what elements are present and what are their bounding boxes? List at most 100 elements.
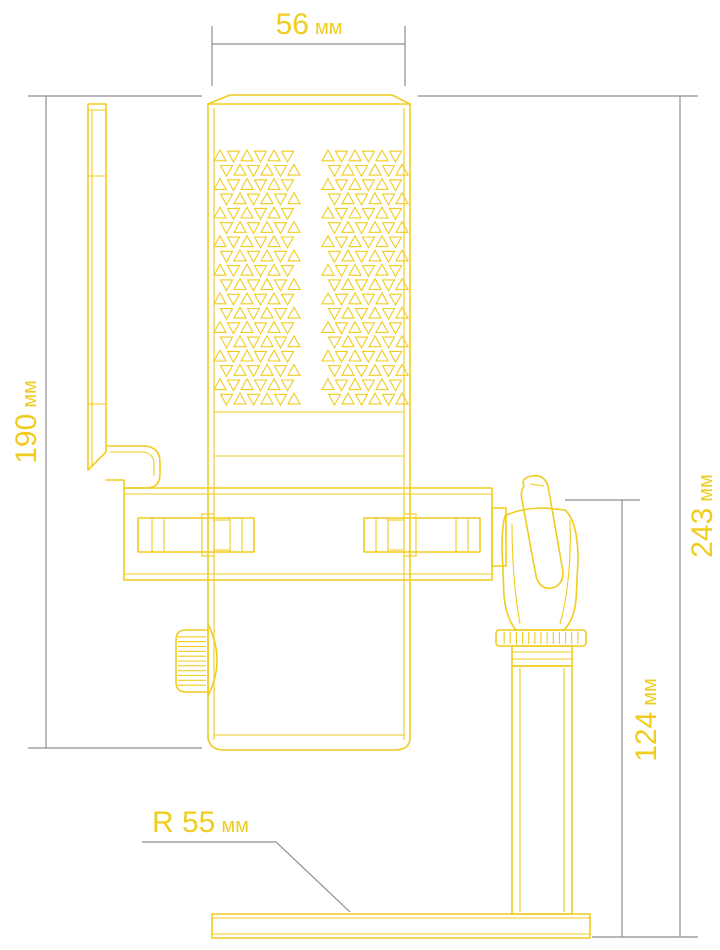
grille-hole xyxy=(327,164,342,178)
grille-hole xyxy=(348,263,362,276)
grille-hole xyxy=(246,193,261,207)
grille-hole xyxy=(321,234,335,248)
grille-hole xyxy=(361,236,376,249)
grille-hole xyxy=(354,365,369,378)
grille-hole xyxy=(280,150,295,164)
grille-hole xyxy=(267,291,281,305)
grille-hole xyxy=(253,293,268,307)
grille-hole xyxy=(280,207,295,221)
grille-hole xyxy=(368,391,382,405)
grille-hole xyxy=(240,320,254,333)
grille-hole xyxy=(267,263,281,276)
grille-hole xyxy=(226,150,241,164)
grille-hole xyxy=(226,236,241,249)
grille-hole xyxy=(226,265,241,278)
grille-hole xyxy=(348,234,362,248)
grille-hole xyxy=(368,277,382,291)
grille-hole xyxy=(368,363,382,376)
grille-hole xyxy=(233,248,247,262)
stand-base xyxy=(211,913,591,939)
grille-hole xyxy=(348,291,362,305)
grille-hole xyxy=(253,150,268,164)
grille-hole xyxy=(267,234,281,248)
grille-hole xyxy=(388,322,403,335)
grille-hole xyxy=(361,179,376,192)
grille-hole xyxy=(219,193,234,207)
grille-hole xyxy=(267,377,281,391)
grille-hole xyxy=(253,179,268,192)
grille-hole xyxy=(354,307,369,321)
grille-hole xyxy=(334,179,349,192)
grille-hole xyxy=(273,279,288,292)
grille-hole xyxy=(354,393,369,407)
grille-hole xyxy=(354,279,369,292)
grille-hole xyxy=(240,377,254,391)
grille-hole xyxy=(368,306,382,319)
grille-hole xyxy=(226,207,241,221)
grille-hole xyxy=(226,350,241,364)
grille-hole xyxy=(381,250,396,264)
grille-hole xyxy=(219,365,234,378)
grille-hole xyxy=(273,336,288,350)
grille-hole xyxy=(395,163,409,176)
grille-hole xyxy=(368,334,382,348)
grille-hole xyxy=(280,293,295,307)
total-height-label: 243мм xyxy=(686,474,719,558)
grille-hole xyxy=(280,379,295,392)
grille-hole xyxy=(287,334,301,348)
grille-hole xyxy=(388,293,403,307)
grille-hole xyxy=(267,206,281,219)
grille-hole xyxy=(219,307,234,321)
grille-hole xyxy=(327,279,342,292)
grille-hole xyxy=(213,234,227,248)
side-flap xyxy=(87,103,161,489)
grille-hole xyxy=(246,365,261,378)
grille-hole xyxy=(327,393,342,407)
grille-hole xyxy=(334,265,349,278)
grille-hole xyxy=(321,206,335,219)
grille-hole xyxy=(395,220,409,233)
grille-hole xyxy=(327,222,342,235)
grille-hole xyxy=(219,222,234,235)
grille-hole xyxy=(219,250,234,264)
grille-hole xyxy=(240,263,254,276)
grille-hole xyxy=(381,365,396,378)
grille-hole xyxy=(260,248,274,262)
grille-hole xyxy=(260,163,274,176)
grille-hole xyxy=(226,179,241,192)
grille-hole xyxy=(287,391,301,405)
grille-hole xyxy=(395,391,409,405)
grille-hole xyxy=(368,220,382,233)
grille-hole xyxy=(361,322,376,335)
grille-hole xyxy=(388,379,403,392)
radius-leader xyxy=(142,841,351,913)
grille-hole xyxy=(260,220,274,233)
grille-hole xyxy=(280,350,295,364)
grille-hole xyxy=(273,307,288,321)
grille-hole xyxy=(219,279,234,292)
grille-hole xyxy=(280,265,295,278)
grille-hole xyxy=(395,363,409,376)
grille-hole xyxy=(219,336,234,350)
grille-hole xyxy=(246,393,261,407)
grille-hole xyxy=(226,379,241,392)
grille-hole xyxy=(375,206,389,219)
grille-hole xyxy=(348,206,362,219)
grille-hole xyxy=(375,177,389,190)
grille-hole xyxy=(388,350,403,364)
grille-hole xyxy=(368,248,382,262)
grille-hole xyxy=(260,191,274,205)
grille-hole xyxy=(321,377,335,391)
grille-hole xyxy=(381,336,396,350)
grille-hole xyxy=(267,349,281,362)
stand-pole xyxy=(511,665,573,915)
grille-hole xyxy=(246,222,261,235)
grille-hole xyxy=(334,207,349,221)
grille-hole xyxy=(260,363,274,376)
grille-hole xyxy=(260,306,274,319)
grille-hole xyxy=(253,350,268,364)
grille-hole xyxy=(354,222,369,235)
grille-hole xyxy=(341,248,355,262)
grille-hole xyxy=(240,177,254,190)
